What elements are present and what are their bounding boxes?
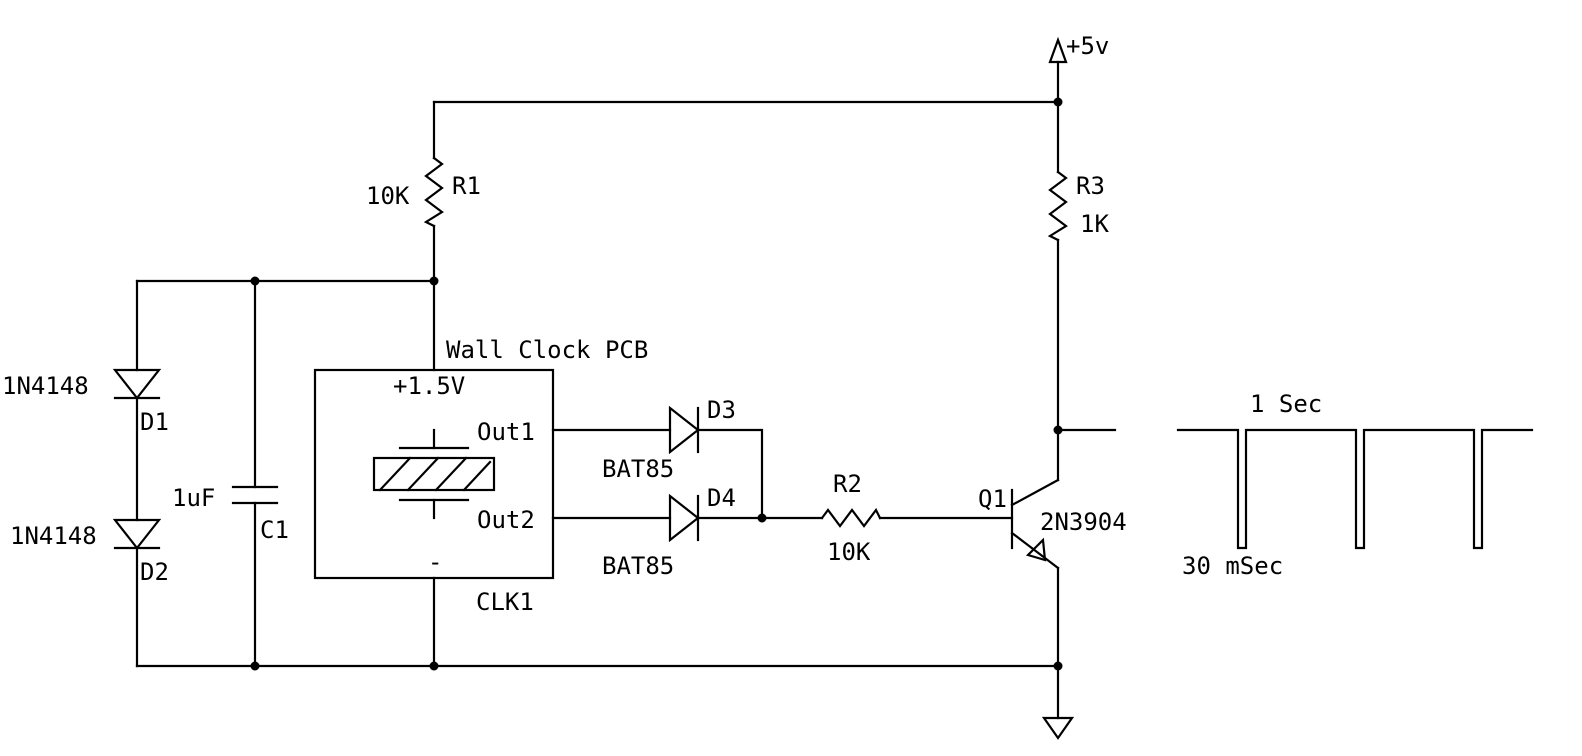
wires xyxy=(135,60,1117,720)
diode-d1: 1N4148 D1 xyxy=(2,368,169,436)
d1-part: 1N4148 xyxy=(2,372,89,400)
d3-part: BAT85 xyxy=(602,455,674,483)
resistor-r1: 10K R1 xyxy=(366,156,481,228)
resistor-r2: R2 10K xyxy=(820,470,882,566)
d3-designator: D3 xyxy=(707,396,736,424)
r3-value: 1K xyxy=(1080,210,1109,238)
c1-designator: C1 xyxy=(260,516,289,544)
r2-value: 10K xyxy=(827,538,871,566)
ground-symbol xyxy=(1041,716,1075,740)
r1-value: 10K xyxy=(366,182,410,210)
waveform-pulse-label: 30 mSec xyxy=(1182,552,1283,580)
vcc-label: +5v xyxy=(1066,32,1109,60)
d2-part: 1N4148 xyxy=(10,522,97,550)
c1-value: 1uF xyxy=(172,484,215,512)
r3-designator: R3 xyxy=(1076,172,1105,200)
d4-designator: D4 xyxy=(707,484,736,512)
diode-d4: D4 BAT85 xyxy=(602,484,736,580)
clock-out1-label: Out1 xyxy=(477,418,535,446)
junction-dots xyxy=(250,97,1063,671)
diode-d2: 1N4148 D2 xyxy=(10,518,169,586)
vcc-symbol: +5v xyxy=(1048,32,1109,64)
capacitor-c1: 1uF C1 xyxy=(172,484,289,544)
q1-designator: Q1 xyxy=(978,485,1007,513)
q1-part: 2N3904 xyxy=(1040,508,1127,536)
r1-designator: R1 xyxy=(452,172,481,200)
crystal-icon xyxy=(372,428,496,520)
d4-part: BAT85 xyxy=(602,552,674,580)
clock-designator: CLK1 xyxy=(476,588,534,616)
clock-out2-label: Out2 xyxy=(477,506,535,534)
r2-designator: R2 xyxy=(833,470,862,498)
wall-clock-pcb: Wall Clock PCB +1.5V Out1 Out2 - CLK1 xyxy=(313,336,648,616)
transistor-q1: Q1 2N3904 xyxy=(978,478,1127,570)
clock-pcb-title: Wall Clock PCB xyxy=(446,336,648,364)
d2-designator: D2 xyxy=(140,558,169,586)
clock-supply-label: +1.5V xyxy=(393,372,465,400)
diode-d3: D3 BAT85 xyxy=(602,396,736,483)
d1-designator: D1 xyxy=(140,408,169,436)
clock-ground-label: - xyxy=(428,548,442,576)
resistor-r3: R3 1K xyxy=(1047,170,1109,242)
waveform-period-label: 1 Sec xyxy=(1250,390,1322,418)
output-waveform: 1 Sec 30 mSec xyxy=(1176,390,1534,580)
